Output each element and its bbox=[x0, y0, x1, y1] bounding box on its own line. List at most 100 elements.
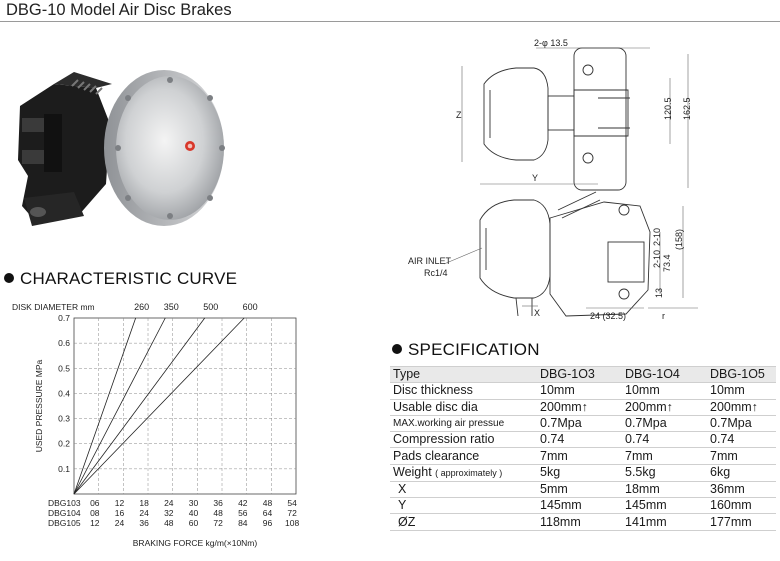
spec-row-label: X bbox=[390, 480, 537, 498]
spec-row-label: Disc thickness bbox=[390, 382, 537, 400]
dim-73-4: 73.4 bbox=[662, 254, 672, 272]
y-tick-label: 0.2 bbox=[58, 439, 70, 449]
spec-cell: 7mm bbox=[622, 447, 707, 465]
x-tick-label: 30 bbox=[189, 498, 199, 508]
dim-y: Y bbox=[532, 173, 538, 183]
y-tick-label: 0.7 bbox=[58, 313, 70, 323]
x-tick-label: 54 bbox=[287, 498, 297, 508]
x-row-name: DBG105 bbox=[48, 518, 81, 528]
x-tick-label: 32 bbox=[164, 508, 174, 518]
spec-cell: 10mm bbox=[622, 382, 707, 400]
spec-header-col: DBG-1O5 bbox=[707, 365, 776, 383]
spec-cell: 18mm bbox=[622, 480, 707, 498]
brake-product-photo bbox=[18, 70, 225, 226]
spec-cell: 145mm bbox=[622, 497, 707, 514]
bullet-icon bbox=[4, 273, 14, 283]
dim-r: r bbox=[662, 311, 665, 321]
spec-row: X 5mm 18mm 36mm bbox=[390, 480, 776, 498]
curve-heading-text: CHARACTERISTIC CURVE bbox=[20, 269, 238, 288]
spec-cell: 160mm bbox=[707, 497, 776, 514]
specification-heading: SPECIFICATION bbox=[392, 340, 540, 360]
x-tick-label: 24 bbox=[115, 518, 125, 528]
spec-cell: 0.74 bbox=[622, 431, 707, 448]
series-label-600: 600 bbox=[243, 302, 258, 312]
y-tick-label: 0.6 bbox=[58, 338, 70, 348]
characteristic-curve-heading: CHARACTERISTIC CURVE bbox=[4, 269, 237, 289]
spec-row: ØZ 118mm 141mm 177mm bbox=[390, 513, 776, 531]
spec-row-label: Pads clearance bbox=[390, 447, 537, 465]
x-axis-label: BRAKING FORCE kg/m(×10Nm) bbox=[133, 538, 258, 548]
x-tick-label: 96 bbox=[263, 518, 273, 528]
x-tick-label: 72 bbox=[213, 518, 223, 528]
y-tick-label: 0.4 bbox=[58, 388, 70, 398]
spec-cell: 5.5kg bbox=[622, 463, 707, 482]
spec-header-col: DBG-1O4 bbox=[622, 365, 707, 383]
spec-heading-text: SPECIFICATION bbox=[408, 340, 540, 359]
y-tick-label: 0.3 bbox=[58, 414, 70, 424]
dim-158: (158) bbox=[674, 229, 684, 250]
spec-weight-note: ( approximately ) bbox=[435, 467, 503, 478]
y-tick-label: 0.1 bbox=[58, 464, 70, 474]
x-tick-label: 16 bbox=[115, 508, 125, 518]
dim-2-10-a: 2-10 bbox=[652, 228, 662, 246]
spec-cell: 200mm↑ bbox=[622, 398, 707, 416]
top-axis-label: DISK DIAMETER mm bbox=[12, 302, 95, 312]
spec-row: Weight ( approximately ) 5kg 5.5kg 6kg bbox=[390, 463, 776, 482]
spec-row-label: Usable disc dia bbox=[390, 398, 537, 416]
series-line-350 bbox=[73, 317, 166, 495]
series-label-350: 350 bbox=[164, 302, 179, 312]
spec-cell: 0.74 bbox=[537, 431, 622, 448]
spec-cell: 145mm bbox=[537, 497, 622, 514]
dim-2-10-b: 2-10 bbox=[652, 250, 662, 268]
chart-frame bbox=[73, 317, 297, 495]
air-inlet-thread: Rc1/4 bbox=[424, 268, 448, 278]
x-tick-label: 08 bbox=[90, 508, 100, 518]
x-tick-label: 24 bbox=[164, 498, 174, 508]
spec-row: Usable disc dia 200mm↑ 200mm↑ 200mm↑ bbox=[390, 398, 776, 416]
x-tick-label: 36 bbox=[139, 518, 149, 528]
spec-cell: 141mm bbox=[622, 513, 707, 531]
bullet-icon bbox=[392, 344, 402, 354]
spec-cell: 5mm bbox=[537, 480, 622, 498]
x-tick-label: 42 bbox=[238, 498, 248, 508]
x-row-name: DBG103 bbox=[48, 498, 81, 508]
spec-row-label: Weight ( approximately ) bbox=[390, 463, 537, 482]
spec-cell: 5kg bbox=[537, 463, 622, 482]
series-line-260 bbox=[73, 317, 137, 495]
spec-row-label: Compression ratio bbox=[390, 431, 537, 448]
specification-table: Type DBG-1O3 DBG-1O4 DBG-1O5 Disc thickn… bbox=[390, 365, 776, 531]
x-tick-label: 48 bbox=[164, 518, 174, 528]
spec-row-label: MAX.working air pressue bbox=[390, 414, 537, 432]
x-tick-label: 12 bbox=[115, 498, 125, 508]
x-tick-label: 48 bbox=[213, 508, 223, 518]
spec-row-label: Y bbox=[390, 497, 537, 514]
dim-z: Z bbox=[456, 110, 462, 120]
x-tick-label: 56 bbox=[238, 508, 248, 518]
spec-row: Disc thickness 10mm 10mm 10mm bbox=[390, 382, 776, 400]
spec-weight-label: Weight bbox=[393, 464, 432, 479]
spec-cell: 200mm↑ bbox=[707, 398, 776, 416]
x-row-name: DBG104 bbox=[48, 508, 81, 518]
y-axis-label: USED PRESSURE MPa bbox=[34, 359, 44, 452]
spec-cell: 0.7Mpa bbox=[707, 414, 776, 432]
spec-cell: 0.7Mpa bbox=[537, 414, 622, 432]
series-label-500: 500 bbox=[203, 302, 218, 312]
spec-header-col: DBG-1O3 bbox=[537, 365, 622, 383]
spec-cell: 10mm bbox=[707, 382, 776, 400]
spec-row: Y 145mm 145mm 160mm bbox=[390, 497, 776, 514]
x-tick-label: 72 bbox=[287, 508, 297, 518]
series-line-600 bbox=[73, 317, 245, 495]
spec-row: Compression ratio 0.74 0.74 0.74 bbox=[390, 431, 776, 448]
hole-callout: 2-φ 13.5 bbox=[534, 38, 568, 48]
technical-drawing: 2-φ 13.5 Z 120.5 162.5 Y (158) 73.4 2-10… bbox=[408, 38, 698, 321]
spec-header-label: Type bbox=[390, 365, 537, 383]
x-tick-label: 108 bbox=[285, 518, 299, 528]
spec-cell: 200mm↑ bbox=[537, 398, 622, 416]
spec-cell: 0.74 bbox=[707, 431, 776, 448]
x-tick-label: 18 bbox=[139, 498, 149, 508]
spec-row: MAX.working air pressue 0.7Mpa 0.7Mpa 0.… bbox=[390, 414, 776, 432]
series-line-500 bbox=[73, 317, 206, 495]
x-tick-label: 60 bbox=[189, 518, 199, 528]
